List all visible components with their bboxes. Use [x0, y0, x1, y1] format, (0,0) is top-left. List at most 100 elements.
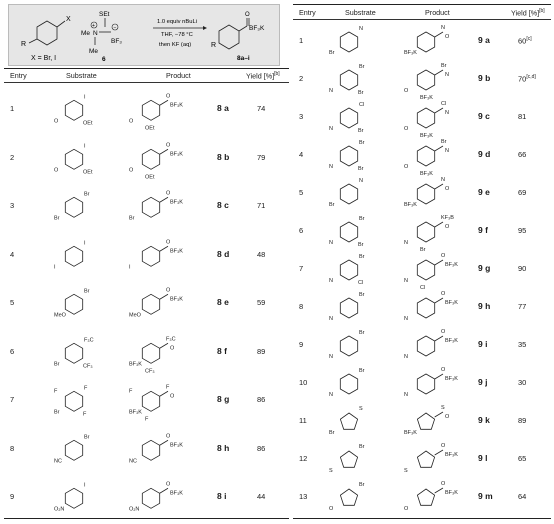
right-header-yield-label: Yield [%]	[511, 8, 540, 18]
ring-bond	[64, 196, 84, 218]
ring-bond	[416, 221, 436, 243]
entry-number: 9	[299, 340, 304, 349]
yield-number: 77	[518, 302, 527, 311]
header-yield: Yield [%][b]	[246, 71, 280, 80]
table-bottom-rule	[4, 518, 289, 519]
product-atom-label: BF₃K	[129, 361, 142, 367]
ring-bond	[339, 31, 359, 53]
reagent-bf3: BF₃	[111, 38, 122, 45]
ring-bond	[64, 293, 84, 315]
substrate-atom-label: S	[359, 406, 363, 412]
substrate-atom-label: Br	[329, 430, 335, 436]
product-atom-label: OEt	[145, 125, 155, 131]
entry-number: 8	[10, 443, 15, 453]
yield-number: 81	[518, 112, 527, 121]
substrate-atom-label: Br	[54, 215, 60, 221]
ring-bond	[141, 245, 161, 267]
ring-bond	[64, 487, 84, 509]
substrate-structure: BrN	[329, 368, 365, 398]
carbonyl-bond	[159, 148, 169, 155]
product-atom-label: BF₃K	[170, 442, 183, 448]
carbonyl-bond	[434, 183, 444, 190]
substrate-atom-label: N	[329, 126, 333, 132]
ring-bond	[339, 145, 359, 167]
yield-value: 44	[257, 492, 265, 501]
ring-bond	[141, 390, 161, 412]
carbonyl-bond	[159, 196, 169, 203]
yield-number: 59	[257, 298, 266, 308]
product-atom-label: BF₃K	[170, 490, 183, 496]
reaction-scheme: X R X = Br, I SEt Me N + − BF₃ Me 6 1.0 …	[8, 4, 280, 66]
header-bottom-rule	[4, 82, 289, 83]
yield-value: 66	[518, 150, 526, 159]
ring-bond	[64, 439, 84, 461]
product-atom-label: O	[441, 481, 446, 487]
entry-number: 3	[10, 201, 15, 211]
ring-bond	[339, 297, 359, 319]
product-atom-label: O	[445, 186, 450, 192]
carbonyl-bond	[434, 259, 444, 266]
product-atom-label: F₃C	[166, 336, 176, 342]
product-atom-label: S	[404, 468, 408, 474]
entry-number: 9	[10, 492, 15, 502]
entry-number: 12	[299, 454, 308, 463]
yield-number: 65	[518, 454, 527, 463]
product-atom-label: N	[445, 110, 449, 116]
product-atom-label: BF₃K	[420, 95, 433, 101]
carbonyl-bond	[159, 390, 169, 397]
carbonyl-bond	[434, 487, 444, 494]
ring-bond	[416, 488, 436, 506]
substrate-atom-label: Br	[359, 64, 365, 70]
substrate-atom-label: Br	[359, 140, 365, 146]
product-atom-label: CF₃	[145, 368, 155, 374]
product-atom-label: BF₃K	[404, 430, 417, 436]
substrate-atom-label: F₃C	[84, 337, 94, 343]
carbonyl-bond	[434, 449, 444, 456]
yield-number: 70	[518, 74, 527, 84]
ring-bond	[141, 439, 161, 461]
yield-number: 86	[257, 443, 266, 453]
yield-number: 64	[518, 492, 527, 501]
product-atom-label: O	[441, 367, 446, 373]
yield-value: 77	[518, 302, 526, 311]
carbonyl-bond	[159, 99, 169, 106]
yield-value: 74	[257, 104, 265, 113]
yield-footnote: [c,d]	[526, 74, 536, 80]
product-atom-label: F	[166, 384, 170, 390]
ring-bond	[416, 145, 436, 167]
compound-number: 9 l	[478, 453, 488, 463]
ring-bond	[64, 342, 84, 364]
yield-value: 90	[518, 264, 526, 273]
product-atom-label: BF₃K	[170, 248, 183, 254]
substrate-atom-label: Br	[54, 361, 60, 367]
product-atom-label: BF₃K	[404, 50, 417, 56]
carbonyl-bond	[159, 487, 169, 494]
product-atom-label: Cl	[441, 101, 446, 107]
ring-bond	[141, 148, 161, 170]
yield-number: 48	[257, 249, 266, 259]
product-atom-label: Br	[129, 215, 135, 221]
ring-bond	[141, 342, 161, 364]
compound-number: 9 e	[478, 187, 490, 197]
yield-value: 59	[257, 298, 265, 307]
compound-number: 9 g	[478, 263, 491, 273]
entry-number: 1	[299, 36, 304, 45]
substrate-atom-label: S	[329, 468, 333, 474]
